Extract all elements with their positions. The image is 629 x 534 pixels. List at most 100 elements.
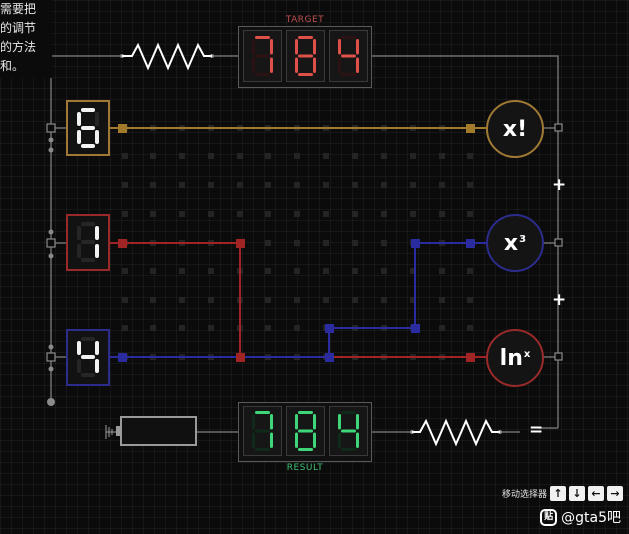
grid-node xyxy=(150,325,156,331)
grid-node xyxy=(150,211,156,217)
grid-node xyxy=(439,211,445,217)
grid-node xyxy=(410,182,416,188)
grid-node xyxy=(265,268,271,274)
grid-node xyxy=(237,182,243,188)
grid-node xyxy=(381,211,387,217)
grid-node xyxy=(294,297,300,303)
input-box-2[interactable] xyxy=(66,214,110,271)
battery xyxy=(120,416,197,446)
result-label: RESULT xyxy=(286,463,324,473)
grid-node xyxy=(323,268,329,274)
grid-node xyxy=(467,297,473,303)
result-resistor xyxy=(412,418,500,447)
grid-node xyxy=(150,268,156,274)
grid-node xyxy=(150,297,156,303)
grid-node xyxy=(208,268,214,274)
battery-terminal xyxy=(116,426,121,436)
grid-node xyxy=(265,211,271,217)
hint-text: 需要把 的调节 的方法 和。 xyxy=(0,0,52,78)
controls-label: 移动选择器 xyxy=(501,490,547,500)
watermark-text: @gta5吧 xyxy=(561,510,621,526)
grid-node xyxy=(122,325,128,331)
grid-node xyxy=(294,211,300,217)
grid-node xyxy=(381,297,387,303)
grid-node xyxy=(352,182,358,188)
grid-node xyxy=(208,325,214,331)
grid-node xyxy=(352,240,358,246)
grid-node xyxy=(410,211,416,217)
grid-node xyxy=(439,182,445,188)
grid-node xyxy=(122,268,128,274)
target-resistor xyxy=(122,42,212,71)
grid-node xyxy=(294,182,300,188)
grid-node xyxy=(237,153,243,159)
grid-node xyxy=(381,268,387,274)
grid-node xyxy=(467,153,473,159)
grid-node xyxy=(122,211,128,217)
target-digit-1 xyxy=(243,30,282,82)
factorial-operator[interactable]: x! xyxy=(486,100,544,158)
grid-node xyxy=(122,153,128,159)
arrow-up-icon: ↑ xyxy=(550,486,566,501)
grid-node xyxy=(265,325,271,331)
plus-sign-1: + xyxy=(552,175,567,195)
grid-node xyxy=(294,240,300,246)
tieba-logo-icon: 贴 xyxy=(540,508,558,526)
target-digit-3 xyxy=(329,30,368,82)
grid-node xyxy=(439,297,445,303)
grid-node xyxy=(179,182,185,188)
grid-node xyxy=(265,240,271,246)
input-box-1[interactable] xyxy=(66,100,110,156)
grid-node xyxy=(179,297,185,303)
grid-node xyxy=(208,153,214,159)
hint-line: 的调节 xyxy=(0,21,37,35)
equals-sign: = xyxy=(529,420,544,440)
grid-node xyxy=(150,182,156,188)
grid-node xyxy=(265,153,271,159)
result-digit-2 xyxy=(286,406,325,456)
grid-node xyxy=(381,182,387,188)
grid-node xyxy=(323,153,329,159)
grid-node xyxy=(294,325,300,331)
plus-sign-2: + xyxy=(552,290,567,310)
grid-node xyxy=(237,211,243,217)
grid-node xyxy=(179,153,185,159)
grid-node xyxy=(352,297,358,303)
grid-node xyxy=(150,153,156,159)
grid-node xyxy=(410,268,416,274)
ln-label: ln xyxy=(499,345,523,371)
arrow-down-icon: ↓ xyxy=(569,486,585,501)
target-digit-2 xyxy=(286,30,325,82)
grid-node xyxy=(323,211,329,217)
grid-node xyxy=(122,297,128,303)
grid-node xyxy=(467,325,473,331)
grid-node xyxy=(352,153,358,159)
grid-node xyxy=(323,182,329,188)
grid-node xyxy=(208,297,214,303)
grid-node xyxy=(294,268,300,274)
grid-node xyxy=(439,153,445,159)
grid-node xyxy=(410,297,416,303)
factorial-label: x! xyxy=(502,116,528,142)
cube-label: x xyxy=(503,230,519,256)
grid-node xyxy=(208,182,214,188)
grid-node xyxy=(323,240,329,246)
grid-node xyxy=(265,182,271,188)
grid-node xyxy=(439,268,445,274)
hint-line: 和。 xyxy=(0,59,25,73)
grid-node xyxy=(122,182,128,188)
grid-node xyxy=(265,297,271,303)
result-digit-1 xyxy=(243,406,282,456)
hint-line: 需要把 xyxy=(0,2,37,16)
frame-dots xyxy=(47,54,502,434)
grid-node xyxy=(467,182,473,188)
input-box-3[interactable] xyxy=(66,329,110,386)
grid-node xyxy=(352,211,358,217)
ln-exponent: x xyxy=(523,348,531,360)
hint-line: 的方法 xyxy=(0,40,37,54)
grid-node xyxy=(352,268,358,274)
grid-node xyxy=(294,153,300,159)
